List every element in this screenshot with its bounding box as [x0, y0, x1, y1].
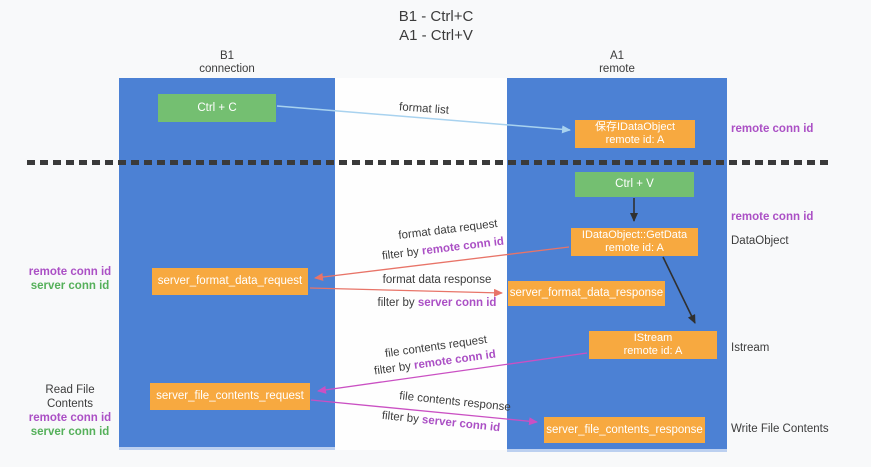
- format-data-response-label: format data response: [382, 274, 492, 286]
- format-data-response-filter-label: filter by server conn id: [378, 297, 497, 309]
- server-format-data-response-label: server_format_data_response: [509, 287, 664, 299]
- annotation-write-file-contents: Write File Contents: [731, 423, 829, 435]
- node-server-file-contents-request: server_file_contents_request: [150, 383, 310, 410]
- node-istream: IStream remote id: A: [589, 331, 717, 359]
- node-save-idataobject: 保存IDataObject remote id: A: [575, 120, 695, 148]
- lane-a1-subtitle: remote: [599, 63, 635, 75]
- annotation-read-file-contents-block: Read File Contents remote conn id server…: [22, 383, 118, 439]
- title-line-1: B1 - Ctrl+C: [398, 8, 474, 25]
- annotation-server-conn-id-left-1: server conn id: [30, 280, 110, 292]
- annotation-remote-conn-id-left-1: remote conn id: [28, 266, 112, 278]
- title-line-2: A1 - Ctrl+V: [399, 27, 473, 44]
- lane-b1-name: B1: [219, 50, 235, 62]
- server-file-contents-response-label: server_file_contents_response: [546, 423, 703, 436]
- annotation-remote-conn-id-mid: remote conn id: [731, 211, 814, 223]
- save-idataobject-line2: remote id: A: [605, 134, 665, 146]
- server-format-data-request-label: server_format_data_request: [157, 275, 303, 287]
- istream-line2: remote id: A: [623, 345, 683, 357]
- node-idataobject-getdata: IDataObject::GetData remote id: A: [571, 228, 698, 256]
- filter-by-text: filter by: [377, 297, 418, 309]
- node-server-file-contents-response: server_file_contents_response: [544, 417, 705, 443]
- diagram-title: B1 - Ctrl+C A1 - Ctrl+V: [330, 7, 542, 45]
- annotation-server-conn-id-left-2: server conn id: [30, 426, 110, 438]
- lane-header-a1: A1 remote: [557, 50, 677, 76]
- annotation-istream: Istream: [731, 342, 770, 354]
- annotation-dataobject: DataObject: [731, 235, 789, 247]
- node-server-format-data-response: server_format_data_response: [508, 281, 665, 306]
- session-divider-dashed-line: [27, 160, 833, 165]
- ctrl-v-label: Ctrl + V: [615, 178, 654, 190]
- server-file-contents-request-label: server_file_contents_request: [156, 390, 304, 402]
- lane-a1-name: A1: [609, 50, 625, 62]
- ctrl-c-label: Ctrl + C: [197, 101, 237, 114]
- annotation-read-file-contents: Read File Contents: [45, 384, 95, 410]
- istream-line1: IStream: [633, 332, 673, 344]
- lane-b1-subtitle: connection: [199, 63, 255, 75]
- annotation-left-conn-ids: remote conn id server conn id: [22, 265, 118, 293]
- node-ctrl-v: Ctrl + V: [575, 172, 694, 197]
- getdata-line2: remote id: A: [605, 242, 664, 254]
- node-server-format-data-request: server_format_data_request: [152, 268, 308, 295]
- node-ctrl-c: Ctrl + C: [158, 94, 276, 122]
- server-conn-id-text: server conn id: [417, 297, 497, 309]
- lane-header-b1: B1 connection: [167, 50, 287, 76]
- annotation-remote-conn-id-left-2: remote conn id: [28, 412, 112, 424]
- save-idataobject-line1: 保存IDataObject: [594, 121, 676, 133]
- getdata-line1: IDataObject::GetData: [581, 229, 688, 241]
- annotation-remote-conn-id-top: remote conn id: [731, 123, 814, 135]
